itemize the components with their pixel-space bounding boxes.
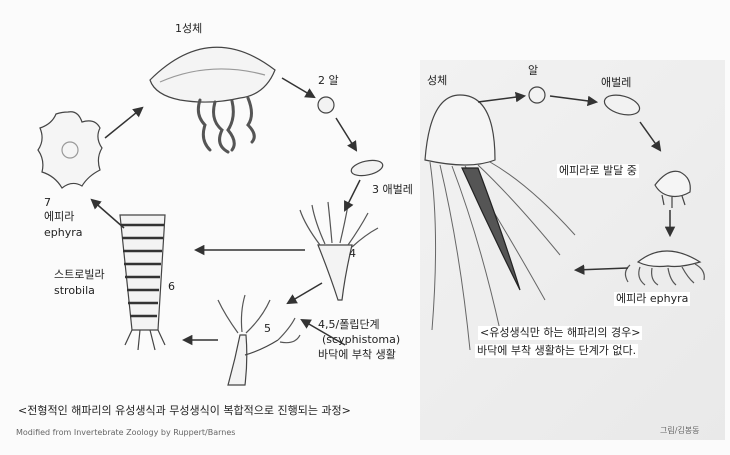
arrow-egg-to-larva-right [549, 95, 599, 107]
label-polyp-desc-2: (scyphistoma) [322, 333, 401, 346]
adult-jellyfish-right [424, 94, 576, 351]
larva-right [603, 94, 641, 116]
label-polyp-desc-3: 바닥에 부착 생활 [318, 348, 396, 361]
label-polyp-desc-1: 4,5/폴립단계 [318, 318, 380, 331]
label-strobila-num: 6 [168, 280, 175, 293]
egg-left [317, 96, 335, 114]
label-adult-right: 성체 [427, 74, 448, 87]
arrow-label-to-polyp [300, 318, 346, 346]
arrow-larva-to-developing-right [639, 121, 662, 152]
source-credit: Modified from Invertebrate Zoology by Ru… [16, 428, 236, 437]
arrow-ephyra-to-adult [104, 106, 144, 139]
label-adult: 1성체 [175, 22, 203, 35]
label-strobila-en: strobila [54, 284, 95, 297]
caption-right-2: 바닥에 부착 생활하는 단계가 없다. [475, 344, 639, 358]
label-larva-right: 애벌레 [601, 76, 632, 89]
arrow-ephyra-to-adult-right [573, 264, 629, 275]
label-developing-right: 에피라로 발달 중 [557, 164, 639, 178]
caption-right-1: <유성생식만 하는 해파리의 경우> [478, 326, 643, 340]
arrow-larva-to-polyp [344, 179, 361, 212]
arrow-egg-to-larva [335, 117, 358, 152]
ephyra-right [624, 250, 705, 286]
label-egg-right: 알 [528, 64, 539, 77]
label-ephyra-num: 7 [44, 196, 51, 209]
label-egg: 2 알 [318, 74, 339, 87]
arrow-adult-to-egg-right [477, 91, 527, 103]
ephyra-left [37, 111, 103, 189]
label-ephyra-ko: 에피라 [44, 210, 75, 223]
arrow-adult-to-egg [281, 77, 316, 99]
label-ephyra-en: ephyra [44, 226, 83, 239]
developing-ephyra-right [654, 170, 691, 208]
arrow-strobila-to-ephyra [90, 198, 125, 229]
label-polyp-num: 4 [349, 247, 356, 260]
budding-polyp-left [217, 294, 301, 386]
caption-left: <전형적인 해파리의 유성생식과 무성생식이 복합적으로 진행되는 과정> [18, 404, 351, 417]
arrow-polyp-to-budding [286, 282, 323, 305]
label-strobila-ko: 스트로빌라 [54, 268, 105, 281]
egg-right [528, 86, 546, 104]
polyp-left [299, 201, 379, 301]
adult-jellyfish-left [149, 46, 276, 154]
label-budding-num: 5 [264, 322, 271, 335]
strobila-left [119, 214, 166, 351]
larva-left [350, 159, 384, 177]
illustration-credit: 그림/김봉동 [660, 426, 700, 435]
label-larva: 3 애벌레 [372, 183, 413, 196]
label-ephyra-right: 에피라 ephyra [614, 292, 691, 306]
